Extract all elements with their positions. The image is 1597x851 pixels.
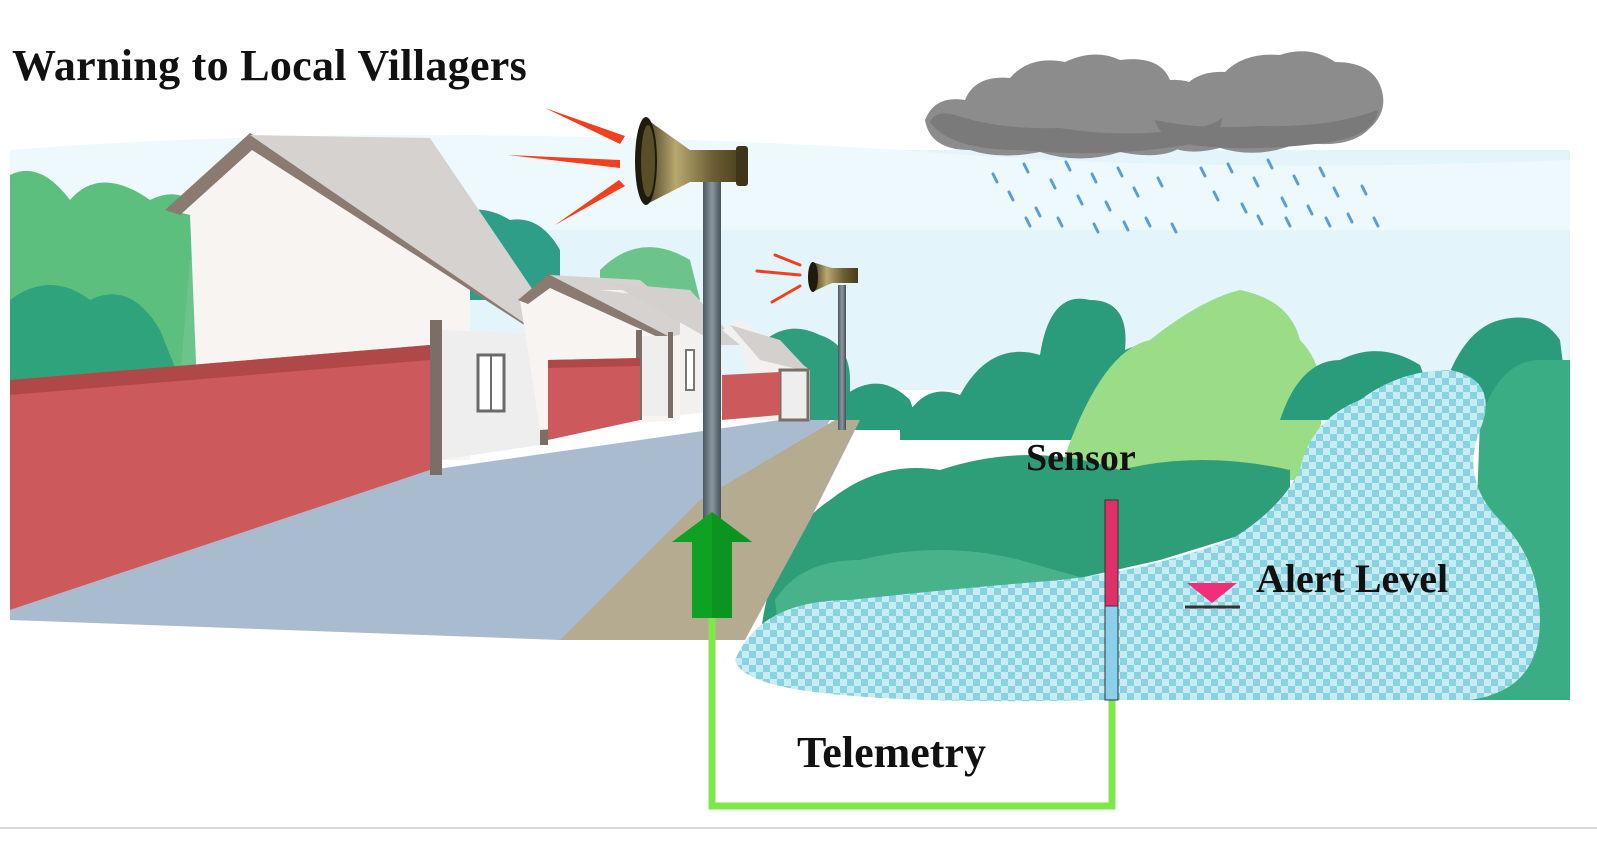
alert-level-marker-icon (1185, 583, 1240, 609)
loudspeaker-icon (508, 108, 748, 520)
village-wall (10, 345, 780, 610)
sound-waves (508, 108, 625, 225)
sensor-label: Sensor (1026, 437, 1136, 479)
bottom-divider (0, 827, 1597, 829)
sensor-gauge-icon (1104, 499, 1119, 701)
alert-level-label: Alert Level (1256, 556, 1449, 601)
river (735, 370, 1540, 702)
diagram-title: Warning to Local Villagers (12, 41, 528, 90)
up-arrow-icon (672, 512, 752, 618)
house-4 (722, 320, 810, 422)
rain-cloud-icon (925, 51, 1384, 234)
loudspeaker-icon (755, 253, 858, 430)
telemetry-link (708, 615, 1116, 810)
rain-drops (991, 158, 1380, 234)
telemetry-label: Telemetry (797, 728, 986, 777)
sound-waves (755, 253, 802, 304)
